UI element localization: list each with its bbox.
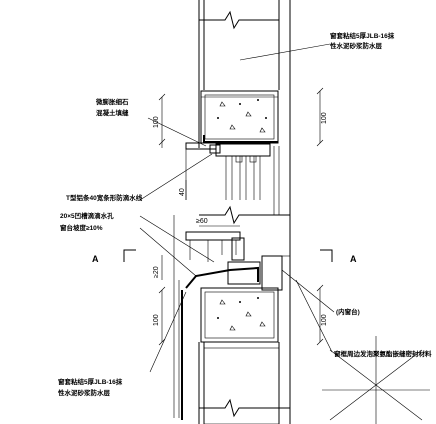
label-left-mid-3: 窗台坡度≥10%	[60, 223, 103, 232]
dim-100-right-bottom: 100	[321, 314, 328, 326]
section-mark-left-text: A	[92, 254, 99, 264]
dim-40: 40	[179, 188, 186, 196]
label-left-mid-1: T型铝条40宽条形防滴水线	[66, 193, 143, 202]
section-mark-right-text: A	[350, 254, 357, 264]
sill	[185, 231, 290, 291]
dimension-lines	[158, 87, 324, 346]
dim-60: ≥60	[196, 218, 208, 225]
ground-symbol	[322, 336, 430, 424]
section-mark-left: A	[92, 249, 136, 264]
label-top-right-1: 窗套粘结5厚JLB-16抹	[330, 31, 395, 40]
wall-top	[198, 0, 291, 215]
label-right-mid: (内窗台)	[336, 307, 360, 316]
top-lintel	[200, 90, 279, 144]
dim-100-left-bottom: 100	[153, 314, 160, 326]
dim-20: ≥20	[153, 266, 160, 278]
bottom-block	[181, 215, 430, 424]
label-top-right-2: 性水泥砂浆防水层	[330, 41, 383, 50]
label-left-bottom-1: 窗套粘结5厚JLB-16抹	[58, 377, 123, 386]
leader-lines	[139, 43, 335, 373]
label-left-upper-2: 混凝土填缝	[96, 108, 129, 117]
label-left-bottom-2: 性水泥砂浆防水层	[58, 388, 111, 397]
middle-break	[199, 205, 290, 225]
upper-window-frame	[185, 142, 280, 215]
label-left-upper-1: 微膨胀细石	[95, 97, 129, 106]
label-left-mid-2: 20×5凹槽滴滴水孔	[60, 211, 114, 220]
dim-100-right-top: 100	[321, 112, 328, 124]
label-right-bottom: 窗框周边发泡聚氨酯嵌缝密封材料	[334, 349, 432, 358]
section-mark-right: A	[320, 249, 357, 264]
